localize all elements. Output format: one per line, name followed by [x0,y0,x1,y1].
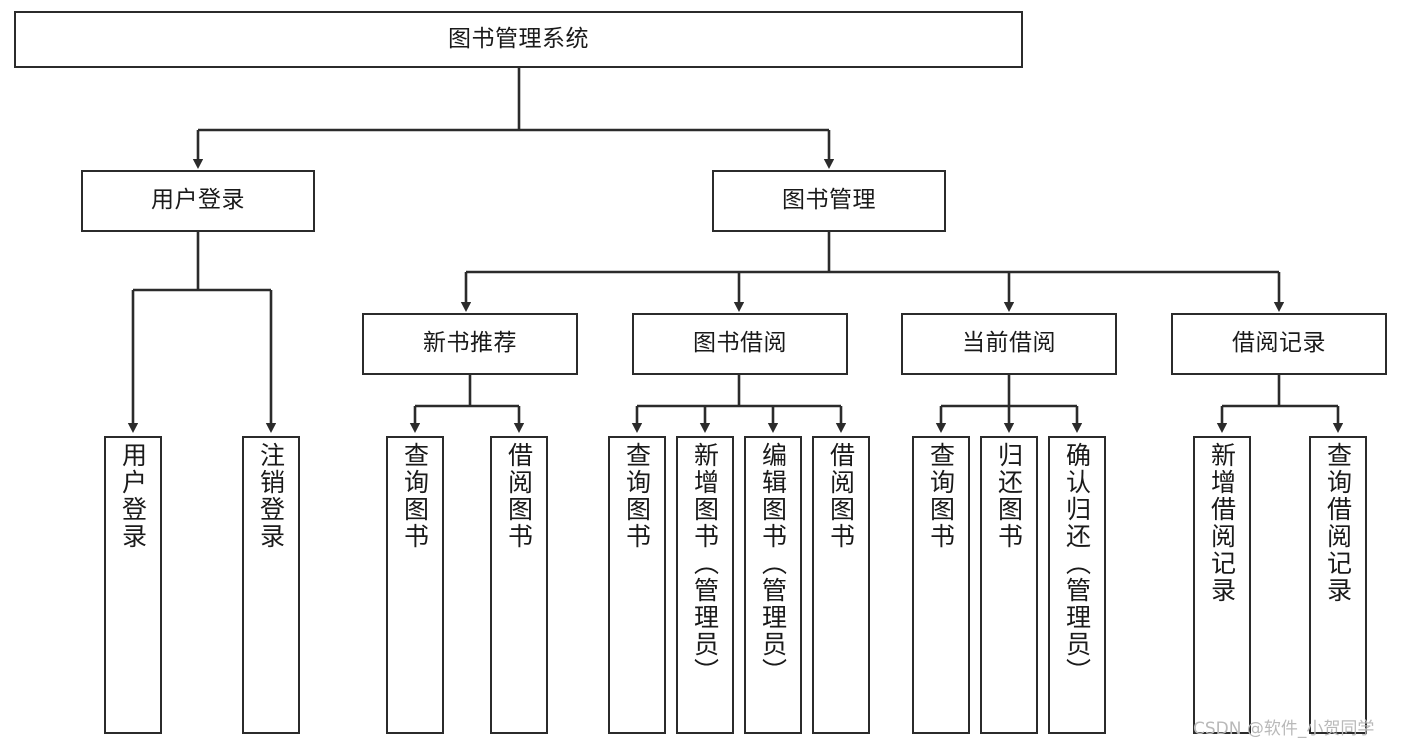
node-leaf-borrow-book[interactable]: 借阅图书 [812,436,870,734]
node-leaf-borrow-book-recommend[interactable]: 借阅图书 [490,436,548,734]
node-label: 查询借阅记录 [1323,442,1353,604]
node-label: 归还图书 [994,442,1024,550]
node-label: 新增借阅记录 [1207,442,1237,604]
node-current-borrow[interactable]: 当前借阅 [901,313,1117,375]
node-label: 用户登录 [118,442,148,550]
node-label: 编辑图书（管理员） [758,442,788,685]
node-book-management[interactable]: 图书管理 [712,170,946,232]
node-leaf-query-book-recommend[interactable]: 查询图书 [386,436,444,734]
node-label: 确认归还（管理员） [1062,442,1092,685]
node-label: 图书管理系统 [448,25,589,52]
node-leaf-confirm-return-admin[interactable]: 确认归还（管理员） [1048,436,1106,734]
node-book-borrow[interactable]: 图书借阅 [632,313,848,375]
node-label: 借阅记录 [1232,330,1326,357]
node-leaf-query-borrow-record[interactable]: 查询借阅记录 [1309,436,1367,734]
node-leaf-add-borrow-record[interactable]: 新增借阅记录 [1193,436,1251,734]
node-leaf-user-logout[interactable]: 注销登录 [242,436,300,734]
node-leaf-return-book[interactable]: 归还图书 [980,436,1038,734]
node-label: 查询图书 [926,442,956,550]
node-label: 查询图书 [622,442,652,550]
node-user-login[interactable]: 用户登录 [81,170,315,232]
node-label: 用户登录 [151,187,245,214]
node-leaf-query-book-borrow[interactable]: 查询图书 [608,436,666,734]
node-leaf-add-book-admin[interactable]: 新增图书（管理员） [676,436,734,734]
node-label: 图书借阅 [693,330,787,357]
node-leaf-user-login[interactable]: 用户登录 [104,436,162,734]
node-label: 新书推荐 [423,330,517,357]
node-label: 借阅图书 [826,442,856,550]
node-borrow-record[interactable]: 借阅记录 [1171,313,1387,375]
node-label: 借阅图书 [504,442,534,550]
node-label: 查询图书 [400,442,430,550]
node-label: 新增图书（管理员） [690,442,720,685]
node-leaf-query-book-current[interactable]: 查询图书 [912,436,970,734]
node-root-book-management-system[interactable]: 图书管理系统 [14,11,1023,68]
watermark-text: CSDN @软件_小贺同学 [1193,719,1375,739]
node-label: 图书管理 [782,187,876,214]
node-label: 当前借阅 [962,330,1056,357]
node-new-book-recommend[interactable]: 新书推荐 [362,313,578,375]
node-label: 注销登录 [256,442,286,550]
node-leaf-edit-book-admin[interactable]: 编辑图书（管理员） [744,436,802,734]
